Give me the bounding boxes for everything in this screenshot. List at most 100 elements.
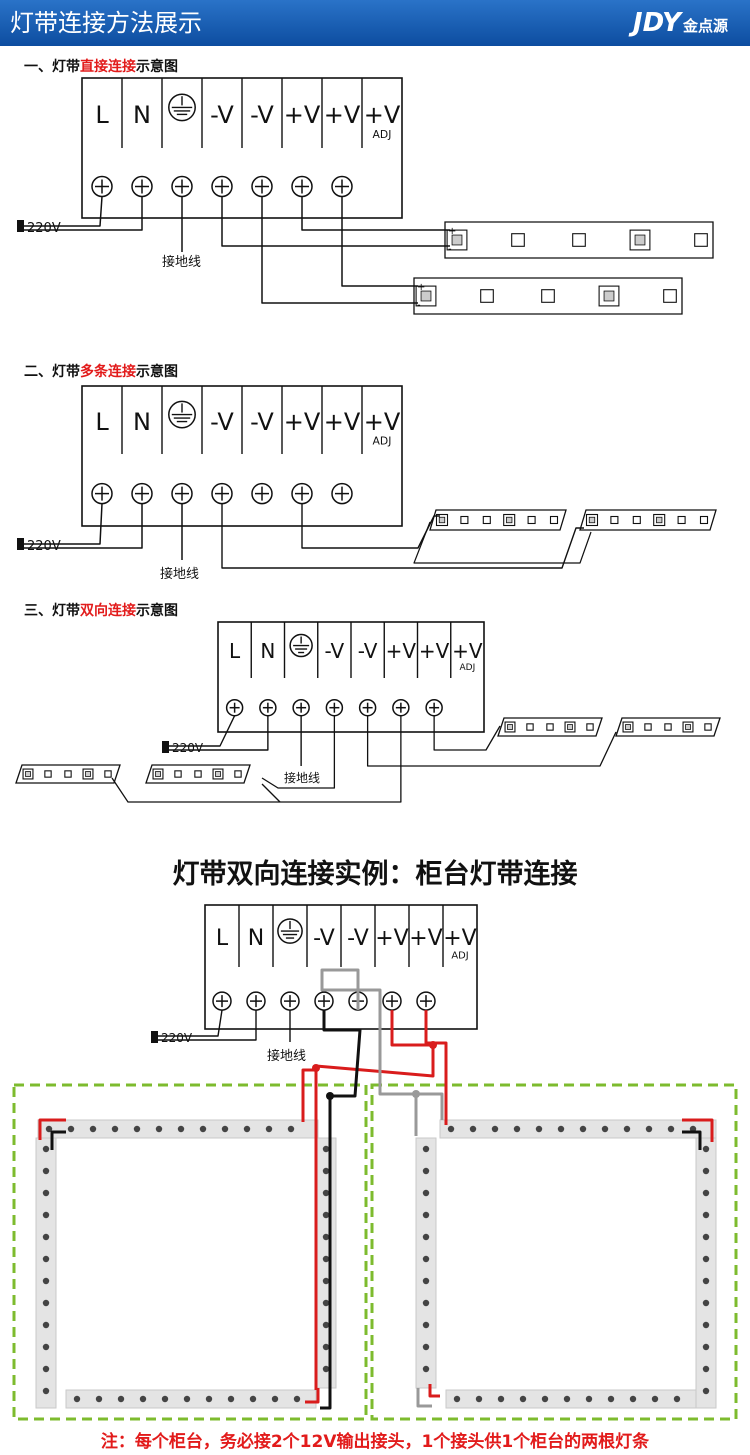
left-link-wire — [261, 783, 281, 803]
led-dot — [89, 1125, 97, 1133]
led-core — [420, 290, 432, 302]
led-chip — [527, 515, 536, 525]
led-dot — [42, 1167, 50, 1175]
strip-plus: + — [417, 282, 425, 293]
input-wire-N — [158, 1010, 257, 1041]
led-dot — [42, 1299, 50, 1307]
right-bottom-neg — [416, 1388, 432, 1408]
led-chip — [546, 723, 554, 731]
led-dot — [513, 1125, 521, 1133]
led-dot — [322, 1233, 330, 1241]
multi-neg-wire — [221, 503, 584, 569]
led-dot — [42, 1145, 50, 1153]
led-core — [506, 516, 513, 524]
led-chip — [549, 515, 559, 525]
cabinet-left-side-strip — [35, 1137, 57, 1409]
input-voltage-label: 220V — [161, 1031, 193, 1045]
led-dot — [183, 1395, 191, 1403]
led-core — [155, 771, 161, 777]
strip1-pos-wire — [301, 196, 450, 231]
led-dot — [322, 1299, 330, 1307]
led-dot — [651, 1395, 659, 1403]
terminal-label: +V — [364, 408, 401, 436]
led-chip — [632, 515, 641, 525]
led-dot — [322, 1321, 330, 1329]
terminal-label: +V — [284, 408, 321, 436]
led-dot — [469, 1125, 477, 1133]
led-dot — [322, 1277, 330, 1285]
led-dot — [322, 1365, 330, 1373]
input-wire-L — [24, 503, 103, 545]
ground-label: 接地线 — [267, 1048, 306, 1064]
page-title: 灯带连接方法展示 — [10, 9, 202, 37]
input-voltage-label: 220V — [27, 539, 61, 554]
led-dot — [623, 1125, 631, 1133]
led-strip-7 — [15, 764, 121, 784]
terminal-label: -V — [210, 408, 234, 436]
led-dot — [422, 1299, 430, 1307]
terminal-label: L — [229, 639, 241, 663]
input-wire-N — [24, 196, 143, 231]
led-dot — [322, 1255, 330, 1263]
led-dot — [293, 1395, 301, 1403]
terminal-label: +V — [284, 101, 321, 129]
cabinet-left-bottom-strip — [65, 1389, 317, 1409]
led-chip — [104, 770, 112, 778]
led-dot — [702, 1277, 710, 1285]
led-chip — [699, 515, 709, 525]
led-dot — [227, 1395, 235, 1403]
led-dot — [42, 1321, 50, 1329]
led-dot — [177, 1125, 185, 1133]
led-strip-4 — [579, 509, 717, 531]
led-chip — [526, 723, 534, 731]
led-dot — [702, 1145, 710, 1153]
led-chip — [704, 723, 712, 731]
led-dot — [535, 1125, 543, 1133]
strip-body — [315, 1137, 337, 1389]
left-cabinet-pos-wire — [314, 1010, 435, 1390]
led-dot — [541, 1395, 549, 1403]
led-chip — [64, 770, 72, 778]
cabinet-right-top-strip — [439, 1119, 717, 1139]
led-core — [625, 724, 631, 730]
cabinet-frame-right — [370, 1083, 738, 1421]
logo-cn-text: 金点源 — [682, 17, 728, 35]
terminal-label: +V — [386, 639, 417, 663]
led-chip — [694, 233, 708, 247]
ground-label: 接地线 — [162, 254, 201, 270]
terminal-label: +V — [324, 101, 361, 129]
led-dot — [322, 1145, 330, 1153]
strip2-neg-wire — [261, 196, 418, 304]
led-dot — [702, 1343, 710, 1351]
led-core — [603, 290, 615, 302]
input-wire-L — [158, 1009, 223, 1037]
led-dot — [205, 1395, 213, 1403]
right-bottom-pos — [428, 1384, 440, 1398]
cabinet-frame-left — [12, 1083, 368, 1421]
wire-junction — [326, 1092, 334, 1100]
cabinet-left-top-strip — [37, 1119, 319, 1139]
multi-link-wire — [413, 521, 592, 564]
led-dot — [645, 1125, 653, 1133]
led-core — [567, 724, 573, 730]
led-dot — [95, 1395, 103, 1403]
led-dot — [422, 1255, 430, 1263]
led-dot — [702, 1255, 710, 1263]
led-dot — [422, 1365, 430, 1373]
led-chip — [511, 233, 525, 247]
led-strip-6 — [615, 717, 721, 737]
terminal-label: -V — [250, 101, 274, 129]
led-chip — [663, 289, 677, 303]
led-dot — [601, 1125, 609, 1133]
led-dot — [673, 1395, 681, 1403]
cabinet-left-right-strip — [315, 1137, 337, 1389]
terminal-label: -V — [313, 926, 335, 951]
led-chip — [664, 723, 672, 731]
terminal-label: +V — [452, 639, 483, 663]
ground-label: 接地线 — [160, 566, 199, 582]
led-dot — [629, 1395, 637, 1403]
led-chip — [610, 515, 619, 525]
led-dot — [702, 1211, 710, 1219]
led-dot — [447, 1125, 455, 1133]
